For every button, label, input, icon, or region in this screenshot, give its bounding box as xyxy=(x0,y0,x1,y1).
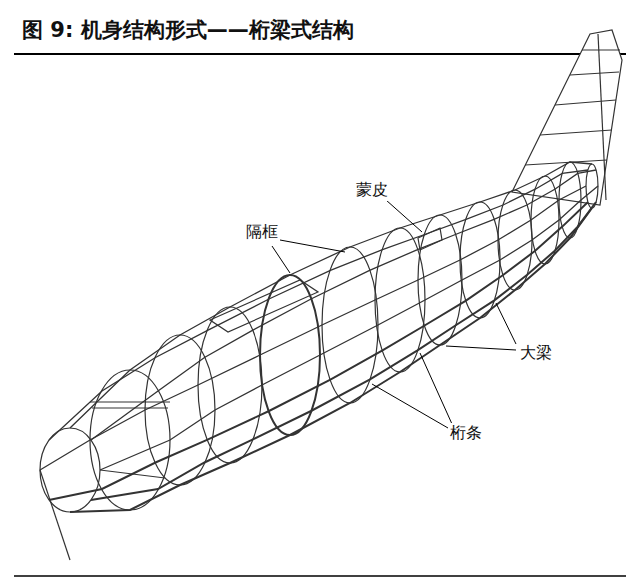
part-label: 桁条 xyxy=(448,423,484,444)
part-label: 蒙皮 xyxy=(354,180,390,201)
figure-title: 图 9: 机身结构形式——桁梁式结构 xyxy=(22,16,354,44)
cockpit-details xyxy=(40,228,442,560)
part-label: 大梁 xyxy=(518,343,554,364)
frames xyxy=(40,162,598,512)
top-rule xyxy=(14,53,626,55)
stringers xyxy=(40,162,598,512)
bottom-rule xyxy=(14,575,626,577)
part-label: 隔框 xyxy=(244,222,280,243)
leader-lines xyxy=(272,200,516,428)
fin xyxy=(512,30,622,205)
